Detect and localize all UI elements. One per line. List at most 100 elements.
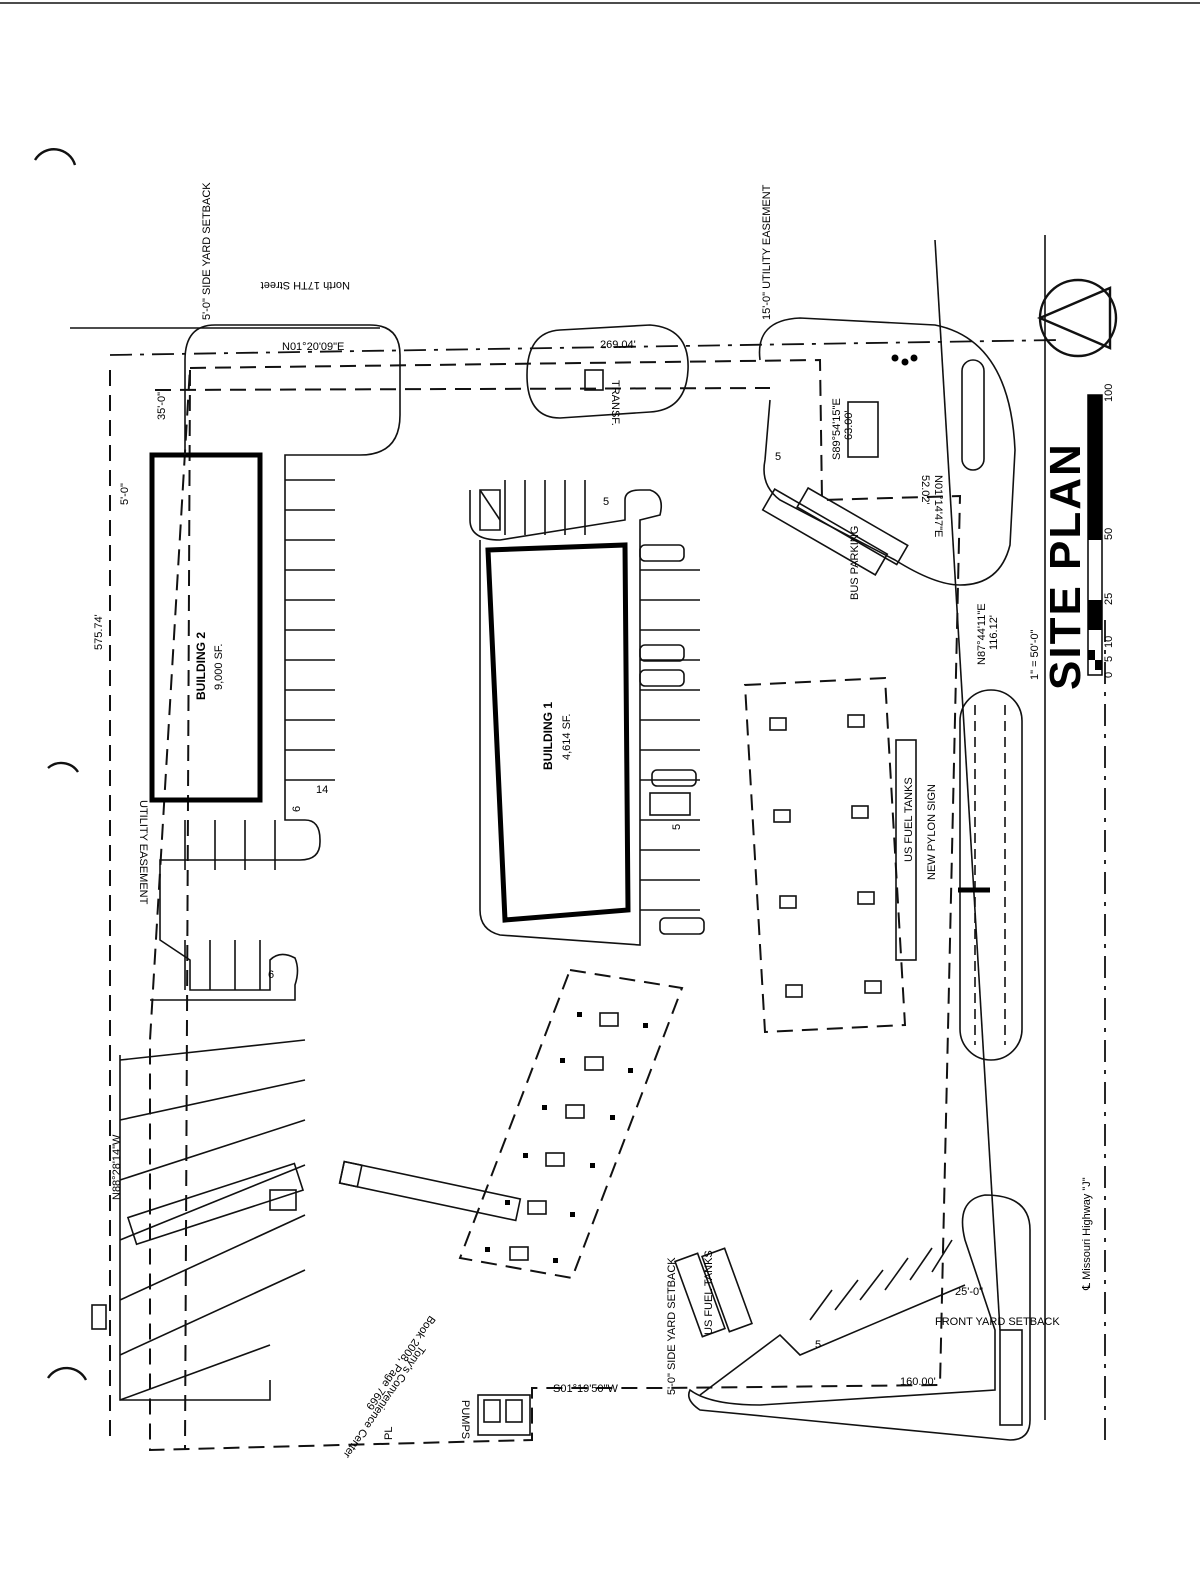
stall-count-5a: 5	[603, 496, 609, 508]
pylon-sign-island	[959, 689, 1023, 1061]
scale-bar	[1087, 394, 1103, 676]
transformer-island	[526, 324, 689, 419]
fuel-tanks-east	[895, 739, 917, 961]
building-1-name: BUILDING 1	[541, 702, 555, 770]
stall-count-14: 14	[316, 784, 328, 796]
fuel-tanks-label-east: US FUEL TANKS	[903, 777, 915, 862]
utility-easement-left: UTILITY EASEMENT	[137, 800, 149, 905]
scale-5: 5	[1103, 656, 1115, 662]
southeast-parking-edge	[699, 1284, 966, 1396]
fuel-tanks-se-2	[701, 1247, 753, 1333]
stall-count-5b: 5	[671, 824, 683, 830]
stall-count-5c: 5	[775, 451, 781, 463]
binder-hole-top	[33, 148, 77, 166]
bearing-north: N01°20'09"E	[282, 341, 344, 353]
dim-35-label: 35'-0"	[156, 392, 168, 420]
north-street-label: North 17TH Street	[261, 279, 350, 291]
distance-east: 116.12'	[988, 615, 1000, 650]
transformer-label: TRANSF.	[609, 380, 621, 426]
southeast-curb	[687, 1194, 1031, 1441]
pumps-sign-panel-1	[483, 1399, 501, 1423]
building-2-name: BUILDING 2	[194, 632, 208, 700]
building-2-curb	[150, 324, 401, 1001]
property-boundary	[149, 358, 962, 1452]
bearing-east: N87°44'11"E	[976, 603, 988, 665]
bus-parking-stall-2	[796, 486, 909, 566]
bearing-notch-1: S89°54'15"E	[831, 398, 843, 460]
scale-10: 10	[1103, 636, 1115, 648]
dim-5-label-top: 5'-0"	[119, 483, 131, 505]
building-2-area: 9,000 SF.	[213, 644, 225, 690]
parked-car-5	[659, 917, 705, 935]
fuel-tanks-label-se: US FUEL TANKS	[703, 1250, 715, 1335]
binder-hole-bottom	[46, 1366, 88, 1381]
northeast-curb	[758, 317, 1016, 586]
distance-notch-2: 52.02'	[919, 475, 931, 505]
setback-line-north	[154, 387, 771, 391]
highway-label: ℄ Missouri Highway "J"	[1081, 1177, 1093, 1291]
distance-north: 269.04'	[600, 339, 636, 351]
hatch-line-1	[479, 489, 501, 521]
scale-25: 25	[1103, 593, 1115, 605]
building-2-parking-stalls	[184, 479, 335, 990]
se-island-strip	[999, 1329, 1023, 1426]
bearing-west: N88°28'14"W	[111, 1134, 123, 1200]
stall-count-5d: 5	[815, 1339, 821, 1351]
fuel-pumps-east	[769, 714, 882, 998]
fuel-tank-endcap	[338, 1160, 363, 1188]
building-1-parking-stalls	[504, 480, 700, 911]
southwest-angled-parking	[119, 1039, 306, 1401]
binder-hole-middle	[47, 761, 80, 773]
bus-parking-stall-1	[761, 488, 889, 576]
parked-car-4	[651, 769, 697, 787]
distance-notch-1: 63.00'	[843, 410, 855, 440]
stall-count-6b: 6	[291, 806, 303, 812]
front-yard-dim: 25'-0"	[955, 1286, 983, 1298]
fuel-canopy-east	[743, 676, 907, 1034]
fuel-fill-box	[269, 1189, 297, 1211]
side-yard-setback-top: 5'-0" SIDE YARD SETBACK	[201, 182, 213, 320]
scale-100: 100	[1103, 384, 1115, 402]
setback-line-west	[184, 369, 191, 1451]
fuel-bollards-southwest	[485, 1012, 648, 1263]
building-1-curb	[469, 489, 663, 946]
pumps-label: PUMPS	[459, 1400, 471, 1439]
bus-parking-label: BUS PARKING	[849, 526, 861, 600]
parked-car-2	[639, 644, 685, 662]
utility-easement-top: 15'-0" UTILITY EASEMENT	[761, 184, 773, 320]
scale-text: 1" = 50'-0"	[1029, 629, 1041, 680]
distance-west: 575.74'	[93, 614, 105, 650]
transformer-box	[584, 369, 604, 391]
northeast-island	[961, 359, 985, 471]
hatched-area-ada	[649, 792, 691, 816]
front-yard-setback: FRONT YARD SETBACK	[935, 1316, 1060, 1328]
hatched-area-top	[479, 489, 501, 531]
ne-bollard-3	[910, 354, 918, 362]
site-plan-title: SITE PLAN	[1041, 442, 1090, 690]
fuel-canopy-southwest	[458, 968, 684, 1280]
fuel-pumps-southwest	[509, 1012, 619, 1261]
north-arrow-icon	[1036, 286, 1112, 350]
pumps-sign	[477, 1394, 531, 1436]
building-1-outline	[485, 542, 631, 923]
bearing-notch-2: N01°14'47"E	[932, 475, 944, 537]
building-2-outline	[149, 452, 263, 803]
highway-edge-left	[934, 239, 1001, 1331]
building-1-area: 4,614 SF.	[561, 714, 573, 760]
adjacent-book-label: Book 2008, Page 7669	[363, 1313, 437, 1412]
distance-south: 160.00'	[900, 1376, 936, 1388]
parked-car-3	[639, 669, 685, 687]
parked-car-1	[639, 544, 685, 562]
southeast-angled-parking	[809, 1239, 953, 1321]
fuel-tanks-se-1	[674, 1252, 726, 1338]
sw-marker-box	[91, 1304, 107, 1330]
scale-0: 0	[1103, 672, 1115, 678]
pylon-island-inner	[974, 705, 1006, 1045]
scale-50: 50	[1103, 528, 1115, 540]
ne-bollard-2	[901, 358, 909, 366]
side-yard-setback-bottom: 5'-0" SIDE YARD SETBACK	[666, 1257, 678, 1395]
pole-label: PL	[383, 1427, 395, 1440]
stall-count-6: 6	[268, 969, 274, 981]
